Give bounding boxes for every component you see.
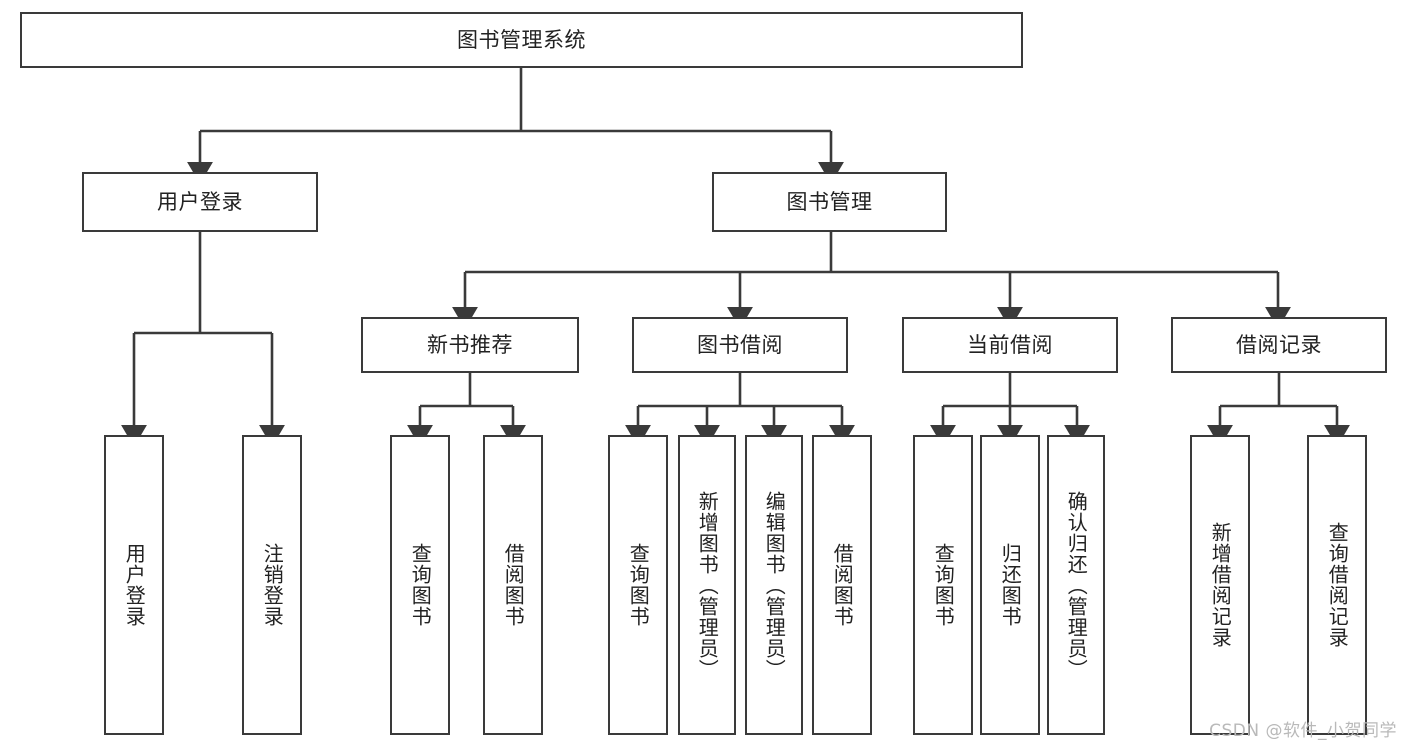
leaf-borrow-book-recommend[interactable]: 借阅图书 — [483, 435, 543, 735]
node-root-label: 图书管理系统 — [457, 27, 586, 52]
node-root[interactable]: 图书管理系统 — [20, 12, 1023, 68]
leaf-borrow-book-recommend-label: 借阅图书 — [501, 543, 526, 627]
leaf-add-book-admin[interactable]: 新增图书（管理员） — [678, 435, 736, 735]
leaf-query-book-current-label: 查询图书 — [931, 543, 956, 627]
node-current-borrow-label: 当前借阅 — [967, 332, 1053, 357]
leaf-borrow-book-label: 借阅图书 — [830, 543, 855, 627]
node-book-borrow-label: 图书借阅 — [697, 332, 783, 357]
leaf-edit-book-admin-label: 编辑图书（管理员） — [762, 490, 787, 680]
leaf-query-book-recommend[interactable]: 查询图书 — [390, 435, 450, 735]
leaf-query-borrow-record[interactable]: 查询借阅记录 — [1307, 435, 1367, 735]
leaf-user-login[interactable]: 用户登录 — [104, 435, 164, 735]
node-user-login[interactable]: 用户登录 — [82, 172, 318, 232]
leaf-query-book-borrow[interactable]: 查询图书 — [608, 435, 668, 735]
leaf-query-book-borrow-label: 查询图书 — [626, 543, 651, 627]
leaf-return-book-label: 归还图书 — [998, 543, 1023, 627]
node-borrow-record-label: 借阅记录 — [1236, 332, 1322, 357]
leaf-logout[interactable]: 注销登录 — [242, 435, 302, 735]
leaf-confirm-return-admin-label: 确认归还（管理员） — [1064, 490, 1089, 680]
node-book-borrow[interactable]: 图书借阅 — [632, 317, 848, 373]
node-borrow-record[interactable]: 借阅记录 — [1171, 317, 1387, 373]
leaf-query-book-recommend-label: 查询图书 — [408, 543, 433, 627]
node-book-management[interactable]: 图书管理 — [712, 172, 947, 232]
node-current-borrow[interactable]: 当前借阅 — [902, 317, 1118, 373]
leaf-query-book-current[interactable]: 查询图书 — [913, 435, 973, 735]
leaf-logout-label: 注销登录 — [260, 543, 285, 627]
leaf-add-book-admin-label: 新增图书（管理员） — [695, 490, 720, 680]
leaf-confirm-return-admin[interactable]: 确认归还（管理员） — [1047, 435, 1105, 735]
leaf-borrow-book[interactable]: 借阅图书 — [812, 435, 872, 735]
leaf-query-borrow-record-label: 查询借阅记录 — [1325, 522, 1350, 648]
leaf-add-borrow-record-label: 新增借阅记录 — [1208, 522, 1233, 648]
node-new-book-recommend[interactable]: 新书推荐 — [361, 317, 579, 373]
leaf-add-borrow-record[interactable]: 新增借阅记录 — [1190, 435, 1250, 735]
leaf-edit-book-admin[interactable]: 编辑图书（管理员） — [745, 435, 803, 735]
node-user-login-label: 用户登录 — [157, 189, 243, 214]
node-new-book-recommend-label: 新书推荐 — [427, 332, 513, 357]
leaf-return-book[interactable]: 归还图书 — [980, 435, 1040, 735]
leaf-user-login-label: 用户登录 — [122, 543, 147, 627]
node-book-management-label: 图书管理 — [786, 189, 873, 214]
